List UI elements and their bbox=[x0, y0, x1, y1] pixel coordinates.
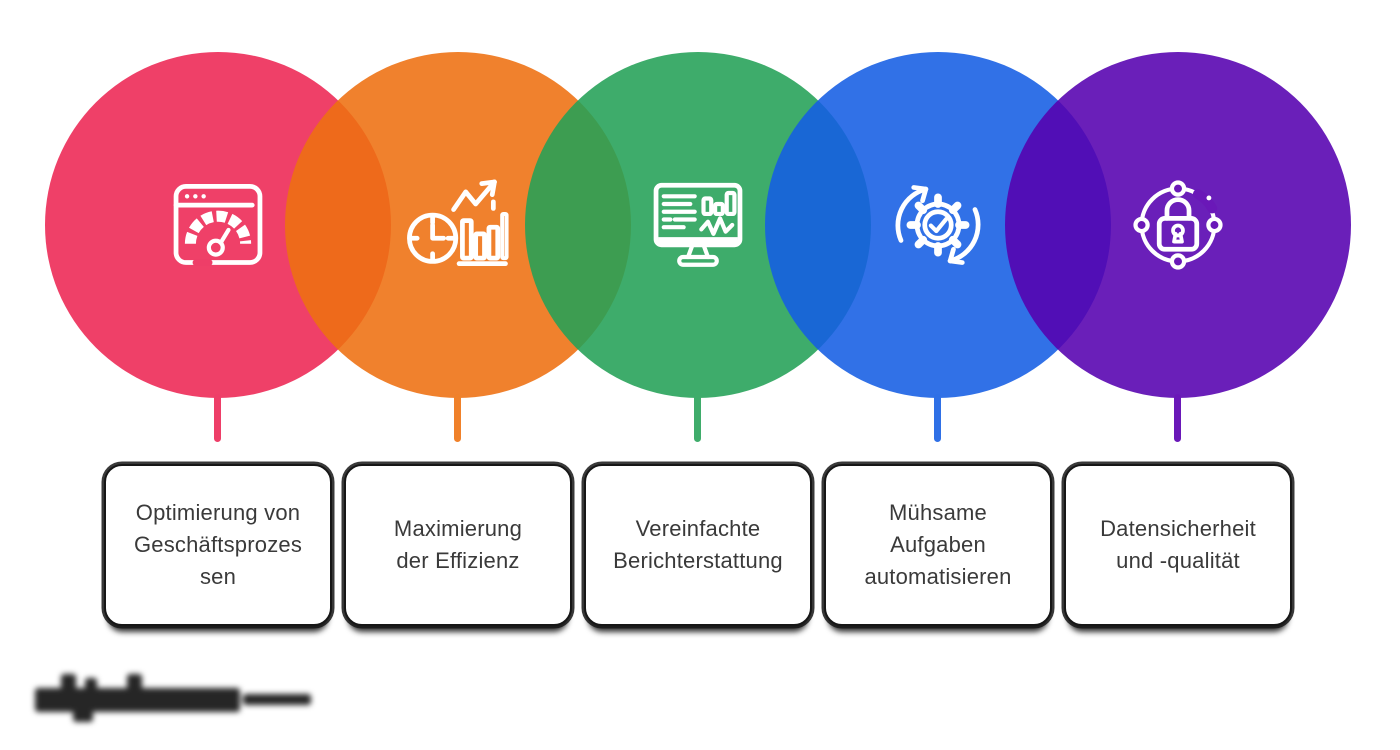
benefit-circle-security bbox=[1005, 52, 1351, 398]
connector-line-security bbox=[1174, 394, 1181, 442]
benefit-card-security: Datensicherheit und -qualität bbox=[1064, 464, 1292, 626]
benefit-label: Datensicherheit und -qualität bbox=[1100, 516, 1256, 573]
benefit-card-reporting: Vereinfachte Berichterstattung bbox=[584, 464, 812, 626]
benefit-card-automation: Mühsame Aufgaben automatisieren bbox=[824, 464, 1052, 626]
dashboard-monitor-icon bbox=[653, 182, 743, 267]
clock-growth-chart-icon bbox=[407, 179, 509, 267]
benefit-label: Optimierung von Geschäftsprozes sen bbox=[133, 500, 303, 589]
automation-gear-sync-icon bbox=[895, 185, 981, 265]
benefit-label: Vereinfachte Berichterstattung bbox=[613, 516, 783, 573]
benefit-label: Mühsame Aufgaben automatisieren bbox=[864, 500, 1012, 589]
benefit-label: Maximierung der Effizienz bbox=[393, 516, 523, 573]
connector-line-efficiency bbox=[454, 394, 461, 442]
blurred-brand-wordmark-logo bbox=[35, 672, 325, 724]
data-security-lock-icon bbox=[1133, 180, 1223, 270]
connector-line-optimize bbox=[214, 394, 221, 442]
connector-line-reporting bbox=[694, 394, 701, 442]
connector-line-automation bbox=[934, 394, 941, 442]
benefit-card-optimize: Optimierung von Geschäftsprozes sen bbox=[104, 464, 332, 626]
benefit-card-efficiency: Maximierung der Effizienz bbox=[344, 464, 572, 626]
speedometer-browser-icon bbox=[173, 183, 263, 266]
